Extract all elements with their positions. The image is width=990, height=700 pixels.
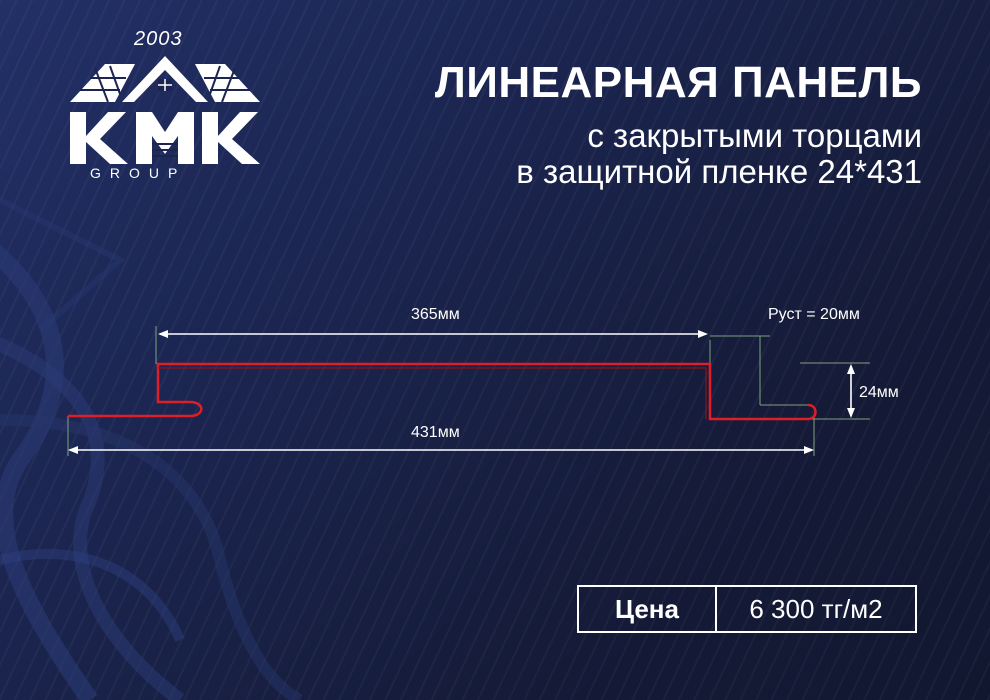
subtitle-line-1: с закрытыми торцами [587,117,922,154]
panel-profile-outline [68,362,817,421]
dimension-rust: Руст = 20мм [768,306,860,323]
price-box: Цена 6 300 тг/м2 [577,585,917,633]
logo-letters [70,112,260,164]
page-title: ЛИНЕАРНАЯ ПАНЕЛЬ [434,58,922,107]
subtitle-line-2: в защитной пленке 24*431 [516,153,922,190]
dimension-24: 24мм [859,384,899,401]
price-label: Цена [579,587,717,631]
logo-group-text: GROUP [90,165,187,181]
dimension-lines [68,330,855,454]
logo-year: 2003 [134,28,183,50]
logo-roof-icon [70,56,260,103]
company-logo [70,56,260,164]
dimension-365: 365мм [411,306,460,323]
price-value: 6 300 тг/м2 [749,593,883,624]
dimension-431: 431мм [411,424,460,441]
guide-lines [67,326,870,456]
